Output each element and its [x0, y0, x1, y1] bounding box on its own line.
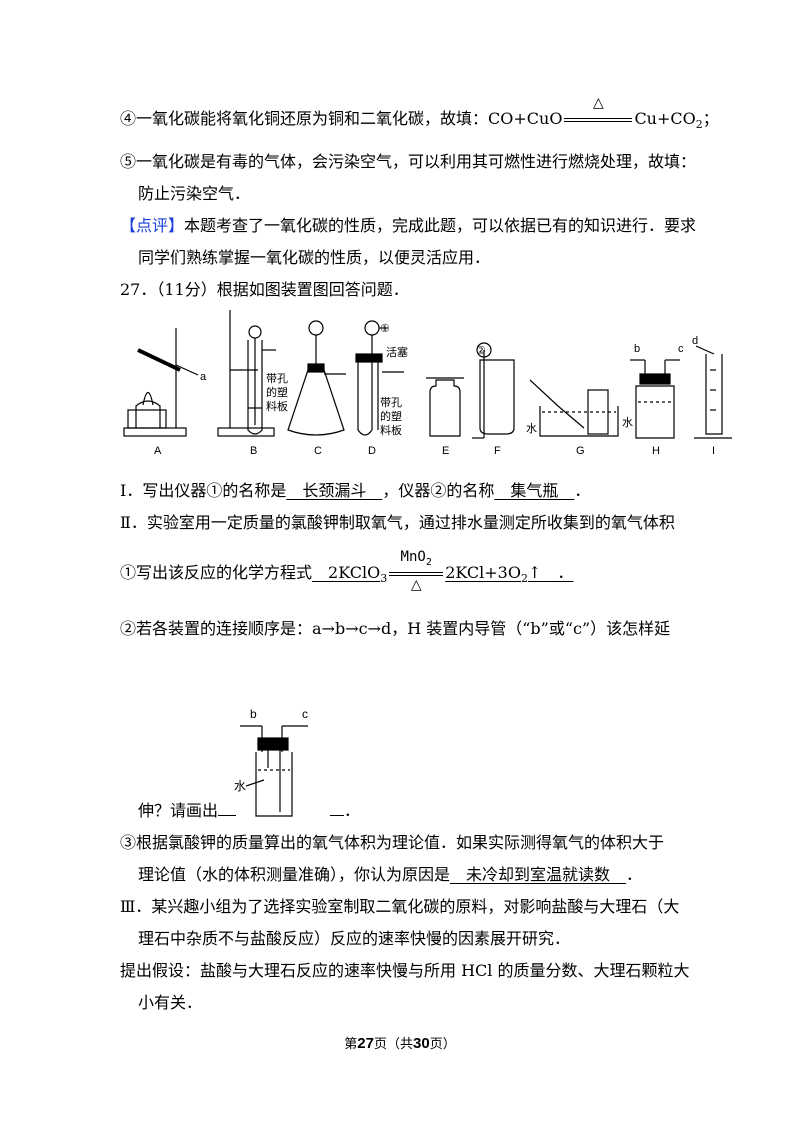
apparatus-figure: a b c d ① ② 活塞 带孔 的塑 料板 带孔 的塑 料板 水 水 A B… [123, 310, 732, 457]
question-27-title: 27．（11分）根据如图装置图回答问题． [120, 280, 409, 299]
catalyst-label: MnO2 [400, 549, 432, 568]
plate-label-d-3: 料板 [380, 423, 402, 437]
apparatus-i [694, 345, 732, 439]
equation-rhs: 2KCl+3O2↑ ． [445, 563, 574, 586]
label-c: c [678, 343, 684, 355]
part-3-line: Ⅲ．某兴趣小组为了选择实验室制取二氧化碳的原料，对影响盐酸与大理石（大 [120, 897, 680, 916]
label-b: b [634, 343, 640, 355]
plate-label-d-2: 的塑 [380, 409, 402, 423]
answer-4-text: ④一氧化碳能将氧化铜还原为铜和二氧化碳，故填：CO+CuO [120, 109, 563, 128]
h-label-water: 水 [234, 779, 246, 793]
h-device-answer-figure: b c 水 [234, 707, 308, 817]
part-2-line: Ⅱ．实验室用一定质量的氯酸钾制取氧气，通过排水量测定所收集到的氧气体积 [120, 513, 675, 532]
answer-4-subscript: 2 [695, 118, 703, 132]
apparatus-f [472, 342, 515, 439]
question-3-line: ③根据氯酸钾的质量算出的氧气体积为理论值．如果实际测得氧气的体积大于 [120, 833, 665, 852]
part-1-mid: ，仪器②的名称 [382, 481, 495, 500]
apparatus-b [217, 310, 276, 437]
heat-condition-equal: △ [562, 95, 634, 130]
circle-label-2: ② [476, 345, 486, 357]
part-1-line: Ⅰ．写出仪器①的名称是 长颈漏斗 ，仪器②的名称 集气瓶 ． [120, 480, 590, 502]
question-2-line-2: 伸？请画出 ． [138, 800, 360, 822]
letter-f: F [494, 445, 501, 457]
letter-d: D [368, 445, 376, 457]
answer-line-5: ⑤一氧化碳是有毒的气体，会污染空气，可以利用其可燃性进行燃烧处理，故填： [120, 152, 697, 171]
label-a: a [200, 371, 207, 383]
question-2-end: ． [344, 801, 361, 820]
water-label-h: 水 [622, 416, 633, 429]
heat-symbol: △ [593, 95, 604, 111]
letter-i: I [712, 445, 715, 457]
answer-4-product: Cu+CO [634, 109, 696, 128]
answer-4-end: ； [702, 109, 719, 128]
heat-symbol-2: △ [410, 577, 422, 593]
apparatus-a [123, 328, 199, 437]
apparatus-e [426, 377, 464, 437]
h-label-c: c [302, 707, 308, 721]
letter-e: E [442, 445, 449, 457]
letter-a: A [154, 445, 162, 457]
circle-label-1: ① [380, 323, 390, 335]
apparatus-c [287, 320, 346, 436]
part-1-text: Ⅰ．写出仪器①的名称是 [120, 481, 287, 500]
question-2-prompt: 伸？请画出 [138, 801, 219, 820]
apparatus-h [630, 359, 680, 439]
catalyst-condition-equal: MnO2 △ [387, 549, 445, 593]
stopper-label: 活塞 [386, 345, 408, 359]
page-footer: 第27页（共30页） [344, 1035, 456, 1052]
page-number: 27 [357, 1035, 374, 1052]
answer-instrument-1: 长颈漏斗 [286, 481, 383, 500]
question-3-end: ． [626, 865, 643, 884]
plate-label-d-1: 带孔 [380, 396, 402, 409]
letter-g: G [576, 445, 585, 457]
answer-line-5-cont: 防止污染空气． [138, 184, 251, 203]
comment-text: 本题考查了一氧化碳的性质，完成此题，可以依据已有的知识进行．要求 [184, 216, 697, 235]
question-3-line-2: 理论值（水的体积测量准确），你认为原因是 未冷却到室温就读数 ． [138, 864, 642, 886]
plate-label-b-1: 带孔 [266, 372, 288, 385]
part-1-end: ． [574, 481, 591, 500]
h-label-b: b [250, 707, 257, 721]
answer-line-4: ④一氧化碳能将氧化铜还原为铜和二氧化碳，故填：CO+CuO △ Cu+CO2； [120, 95, 719, 136]
answer-instrument-2: 集气瓶 [494, 481, 575, 500]
plate-label-b-3: 料板 [266, 399, 288, 413]
page-total: 30 [413, 1035, 430, 1052]
letter-h: H [652, 445, 660, 457]
label-d: d [692, 335, 698, 347]
hypothesis-line-2: 小有关． [138, 993, 203, 1012]
comment-tag: 【点评】 [120, 216, 185, 235]
letter-c: C [314, 445, 322, 457]
part-3-line-2: 理石中杂质不与盐酸反应）反应的速率快慢的因素展开研究． [138, 929, 571, 948]
question-1-line: ①写出该反应的化学方程式 2KClO3 MnO2 △ 2KCl+3O2↑ ． [120, 549, 574, 593]
apparatus-g [529, 379, 619, 437]
comment-line-1: 【点评】本题考查了一氧化碳的性质，完成此题，可以依据已有的知识进行．要求 [120, 215, 696, 237]
comment-line-2: 同学们熟练掌握一氧化碳的性质，以便灵活应用． [138, 248, 491, 267]
plate-label-b-2: 的塑 [266, 385, 288, 399]
equation-lhs: 2KClO3 [312, 563, 388, 586]
question-1-text: ①写出该反应的化学方程式 [120, 563, 313, 582]
hypothesis-line: 提出假设：盐酸与大理石反应的速率快慢与所用 HCl 的质量分数、大理石颗粒大 [120, 961, 690, 980]
question-3-text: 理论值（水的体积测量准确），你认为原因是 [138, 865, 451, 884]
apparatus-d [355, 320, 404, 436]
answer-reason: 未冷却到室温就读数 [450, 865, 627, 884]
apparatus-letters: A B C D E F G H I [154, 445, 715, 457]
water-label-g: 水 [526, 422, 537, 435]
letter-b: B [250, 445, 257, 457]
question-2-line: ②若各装置的连接顺序是：a→b→c→d，H 装置内导管（“b”或“c”）该怎样延 [120, 619, 671, 638]
